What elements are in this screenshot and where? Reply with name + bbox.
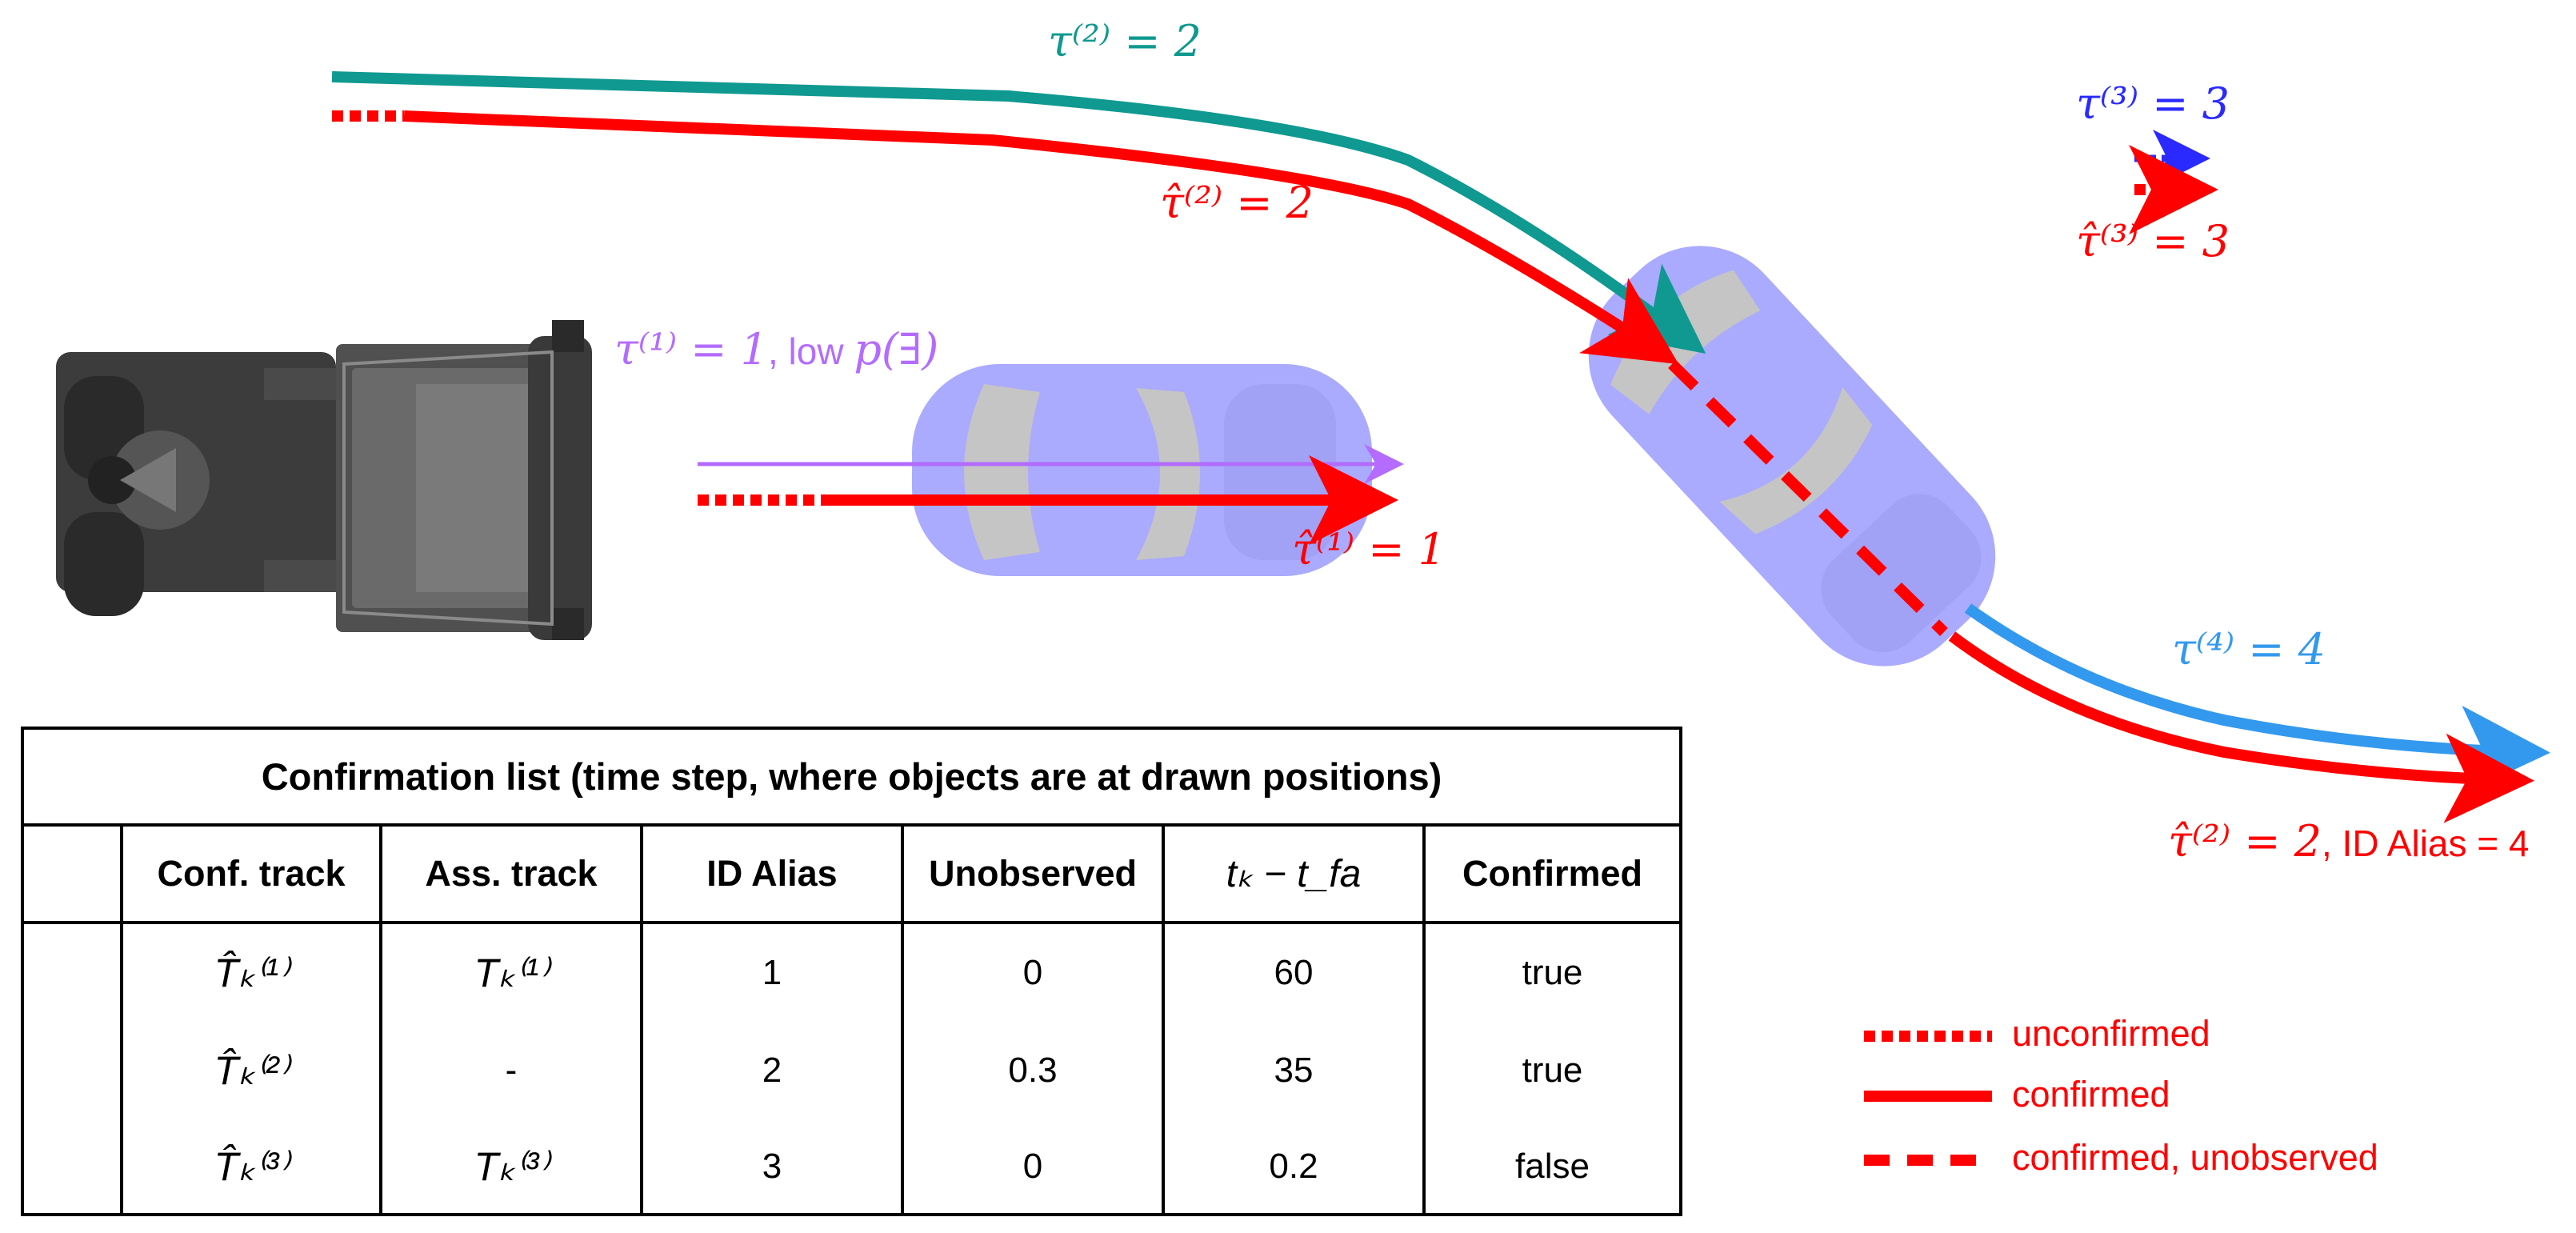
label-tauhat3: τ̂⁽³⁾ = 3 — [2076, 216, 2230, 266]
cell-confirmed: true — [1522, 953, 1583, 992]
table-title: Confirmation list (time step, where obje… — [24, 730, 1679, 827]
cell-conf-track: T̂ₖ⁽¹⁾ — [214, 951, 289, 995]
label-tauhat2-alias-text: , ID Alias = 4 — [2321, 823, 2530, 864]
header-empty — [24, 827, 120, 921]
label-tauhat2-alias-math: τ̂⁽²⁾ = 2 — [2168, 816, 2322, 867]
track-tauhat2-confirmed — [403, 110, 1679, 365]
table-col-divider — [379, 827, 382, 1213]
label-tau1-text: , low — [767, 330, 854, 372]
cell-unobserved: 0 — [1022, 1147, 1043, 1186]
header-conf-track: Conf. track — [157, 853, 346, 894]
cell-unobserved: 0.3 — [1008, 1051, 1058, 1090]
label-tau4: τ⁽⁴⁾ = 4 — [2172, 624, 2326, 675]
cell-id-alias: 3 — [762, 1147, 782, 1186]
header-unobserved: Unobserved — [928, 853, 1138, 894]
cell-id-alias: 1 — [762, 953, 782, 992]
label-tau2: τ⁽²⁾ = 2 — [1048, 16, 1202, 66]
header-confirmed: Confirmed — [1462, 853, 1642, 894]
header-id-alias: ID Alias — [706, 853, 838, 894]
cell-conf-track: T̂ₖ⁽²⁾ — [214, 1048, 289, 1093]
table-col-divider — [901, 827, 904, 1213]
cell-confirmed: false — [1515, 1147, 1590, 1186]
table-col-divider — [120, 827, 123, 1213]
table-col-divider — [1162, 827, 1165, 1213]
truck-top-view-icon — [56, 320, 592, 640]
cell-conf-track: T̂ₖ⁽³⁾ — [214, 1144, 289, 1189]
track-tauhat2-alias-line — [1948, 631, 2534, 823]
track-tau4-line — [1964, 603, 2550, 795]
legend-label-unconfirmed: unconfirmed — [2012, 1013, 2210, 1054]
legend-label-confirmed: confirmed — [2012, 1074, 2170, 1115]
confirmation-table: Confirmation list (time step, where obje… — [21, 727, 1682, 1216]
cell-time-diff: 0.2 — [1269, 1147, 1318, 1186]
header-time-diff: tₖ − t_fa — [1226, 853, 1362, 895]
track-tauhat2-unobserved — [1668, 360, 1948, 636]
cell-ass-track: Tₖ⁽³⁾ — [474, 1144, 549, 1189]
cell-confirmed: true — [1522, 1051, 1583, 1090]
label-tau1-math: τ⁽¹⁾ = 1 — [614, 324, 768, 374]
car-top-view-icon — [1588, 246, 1996, 667]
cell-time-diff: 60 — [1274, 953, 1314, 992]
cell-ass-track: - — [505, 1051, 518, 1090]
cell-ass-track: Tₖ⁽¹⁾ — [474, 951, 549, 995]
label-tauhat2: τ̂⁽²⁾ = 2 — [1160, 178, 1314, 228]
label-tau1: τ⁽¹⁾ = 1, low p(∃) — [614, 324, 938, 374]
label-tauhat2-alias: τ̂⁽²⁾ = 2, ID Alias = 4 — [2168, 816, 2530, 867]
legend-label-confirmed-unobserved: confirmed, unobserved — [2012, 1137, 2378, 1178]
table-col-divider — [640, 827, 643, 1213]
table-header-row: Conf. track Ass. track ID Alias Unobserv… — [24, 827, 1679, 924]
car-top-view-icon — [912, 364, 1372, 576]
label-tau3: τ⁽³⁾ = 3 — [2076, 78, 2230, 129]
track-tau2-line — [331, 71, 1706, 354]
cell-unobserved: 0 — [1022, 953, 1043, 992]
label-tauhat1: τ̂⁽¹⁾ = 1 — [1292, 524, 1446, 574]
cell-id-alias: 2 — [762, 1051, 782, 1090]
header-ass-track: Ass. track — [425, 853, 598, 894]
cell-time-diff: 35 — [1274, 1051, 1314, 1090]
label-tau1-p: p(∃) — [854, 324, 939, 374]
table-col-divider — [1422, 827, 1426, 1213]
